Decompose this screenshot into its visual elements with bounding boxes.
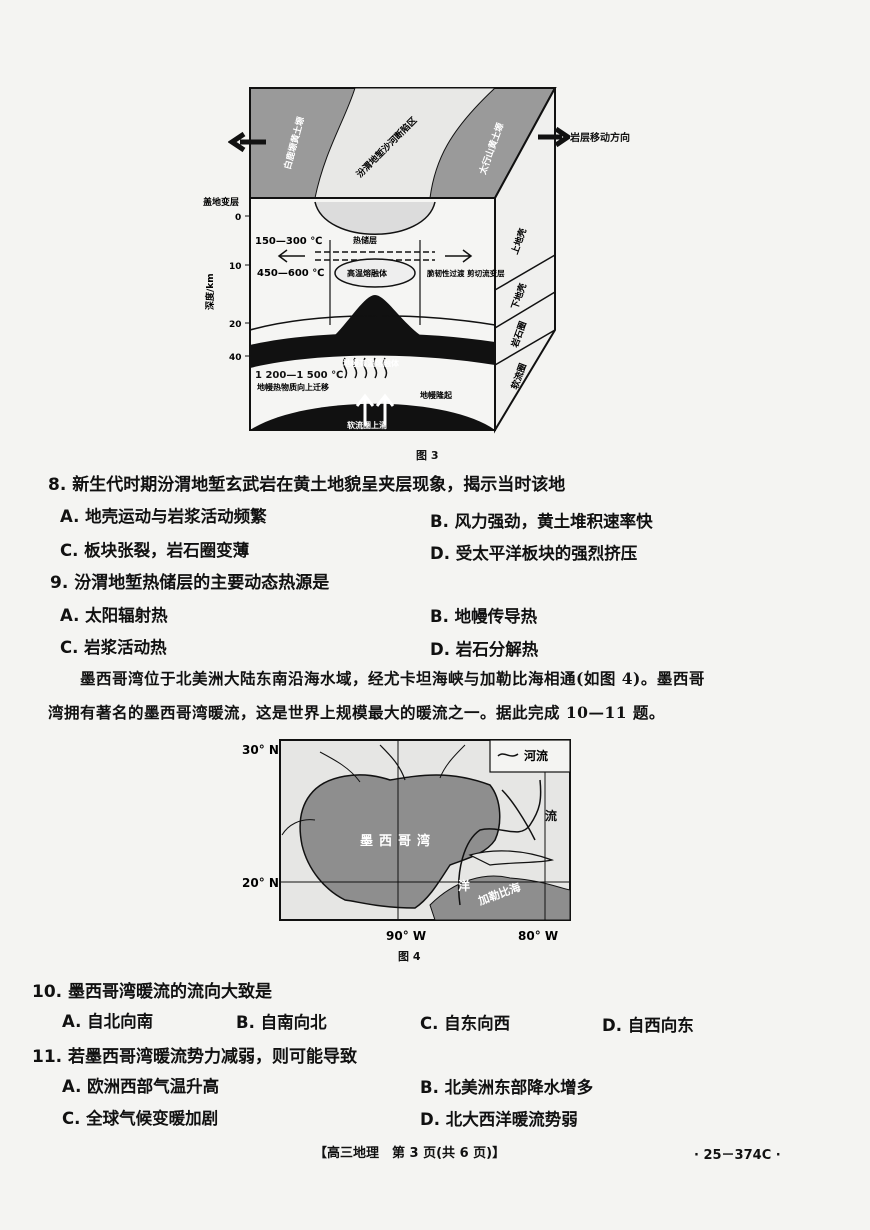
tick-20: 20 <box>229 320 242 330</box>
temp-3: 1 200—1 500 ℃ <box>255 370 343 381</box>
lat-30-label: 30° N <box>242 743 279 757</box>
asthenosphere-label: 软流圈上涌 <box>347 420 387 430</box>
tick-40: 40 <box>229 353 242 363</box>
right-arrow-icon <box>538 126 570 148</box>
figure-3-caption: 图 3 <box>416 449 439 462</box>
current-label-1: 流 <box>545 808 557 823</box>
page-footer: 【高三地理 第 3 页(共 6 页)】 <box>314 1146 506 1161</box>
left-arrow-icon <box>228 131 266 153</box>
q9-option-a[interactable]: A. 太阳辐射热 <box>60 606 168 625</box>
heat-up-label: 地幔热物质向上迁移 <box>257 382 329 392</box>
q8-stem: 8. 新生代时期汾渭地堑玄武岩在黄土地貌呈夹层现象，揭示当时该地 <box>48 475 566 495</box>
exam-code: · 25－374C · <box>694 1148 781 1163</box>
q8-option-d[interactable]: D. 受太平洋板块的强烈挤压 <box>430 544 638 563</box>
tick-10: 10 <box>229 262 242 272</box>
river-legend-icon <box>497 753 519 757</box>
mantle-melt-label: 地幔高温熔融体 <box>343 358 400 368</box>
lon-90-label: 90° W <box>386 929 426 943</box>
q9-option-d[interactable]: D. 岩石分解热 <box>430 640 539 659</box>
q11-option-c[interactable]: C. 全球气候变暖加剧 <box>62 1109 219 1128</box>
plate-direction-label: 岩层移动方向 <box>570 133 630 144</box>
uplift-label: 地幔隆起 <box>420 390 453 400</box>
q9-stem: 9. 汾渭地堑热储层的主要动态热源是 <box>50 573 330 593</box>
gulf-label: 墨西哥湾 <box>360 833 436 849</box>
intro-line-1: 墨西哥湾位于北美洲大陆东南沿海水域，经尤卡坦海峡与加勒比海相通(如图 4)。墨西… <box>80 669 705 688</box>
cap-layer-label: 盖地变层 <box>203 196 239 208</box>
shear-label: 脆韧性过渡 剪切流变层 <box>426 268 505 278</box>
legend-label: 河流 <box>523 748 548 763</box>
lat-20-label: 20° N <box>242 876 279 890</box>
lon-80-label: 80° W <box>518 929 558 943</box>
q10-option-a[interactable]: A. 自北向南 <box>62 1012 154 1031</box>
q11-option-a[interactable]: A. 欧洲西部气温升高 <box>62 1077 220 1096</box>
temp-1: 150—300 ℃ <box>255 236 322 247</box>
q10-option-b[interactable]: B. 自南向北 <box>236 1013 327 1032</box>
intro-line-2: 湾拥有著名的墨西哥湾暖流，这是世界上规模最大的暖流之一。据此完成 10—11 题… <box>48 703 665 722</box>
q9-option-b[interactable]: B. 地幔传导热 <box>430 607 538 626</box>
q10-option-d[interactable]: D. 自西向东 <box>602 1016 694 1035</box>
figure-4-map: 河流 墨西哥湾 加勒比海 流 洋 30° N 20° N 90° W 80° W <box>242 739 571 943</box>
figure-3-block-diagram: 0 10 20 40 深度/km 盖地变层 白鹿塬黄土塬 汾渭地堑沙河断陷区 太… <box>203 87 557 434</box>
q9-option-c[interactable]: C. 岩浆活动热 <box>60 638 167 657</box>
q10-stem: 10. 墨西哥湾暖流的流向大致是 <box>32 982 273 1002</box>
q10-option-c[interactable]: C. 自东向西 <box>420 1014 511 1033</box>
tick-0: 0 <box>235 213 241 223</box>
q8-option-c[interactable]: C. 板块张裂，岩石圈变薄 <box>60 541 250 560</box>
reservoir-label: 热储层 <box>353 235 377 245</box>
q8-option-a[interactable]: A. 地壳运动与岩浆活动频繁 <box>60 507 267 526</box>
depth-axis-label: 深度/km <box>204 273 216 310</box>
current-label-2: 洋 <box>458 878 470 893</box>
melt-upper-label: 高温熔融体 <box>347 268 388 278</box>
q11-option-b[interactable]: B. 北美洲东部降水增多 <box>420 1078 594 1097</box>
q11-stem: 11. 若墨西哥湾暖流势力减弱，则可能导致 <box>32 1047 358 1067</box>
temp-2: 450—600 ℃ <box>257 268 324 279</box>
q11-option-d[interactable]: D. 北大西洋暖流势弱 <box>420 1110 578 1129</box>
q8-option-b[interactable]: B. 风力强劲，黄土堆积速率快 <box>430 512 653 531</box>
figure-4-caption: 图 4 <box>398 950 421 963</box>
